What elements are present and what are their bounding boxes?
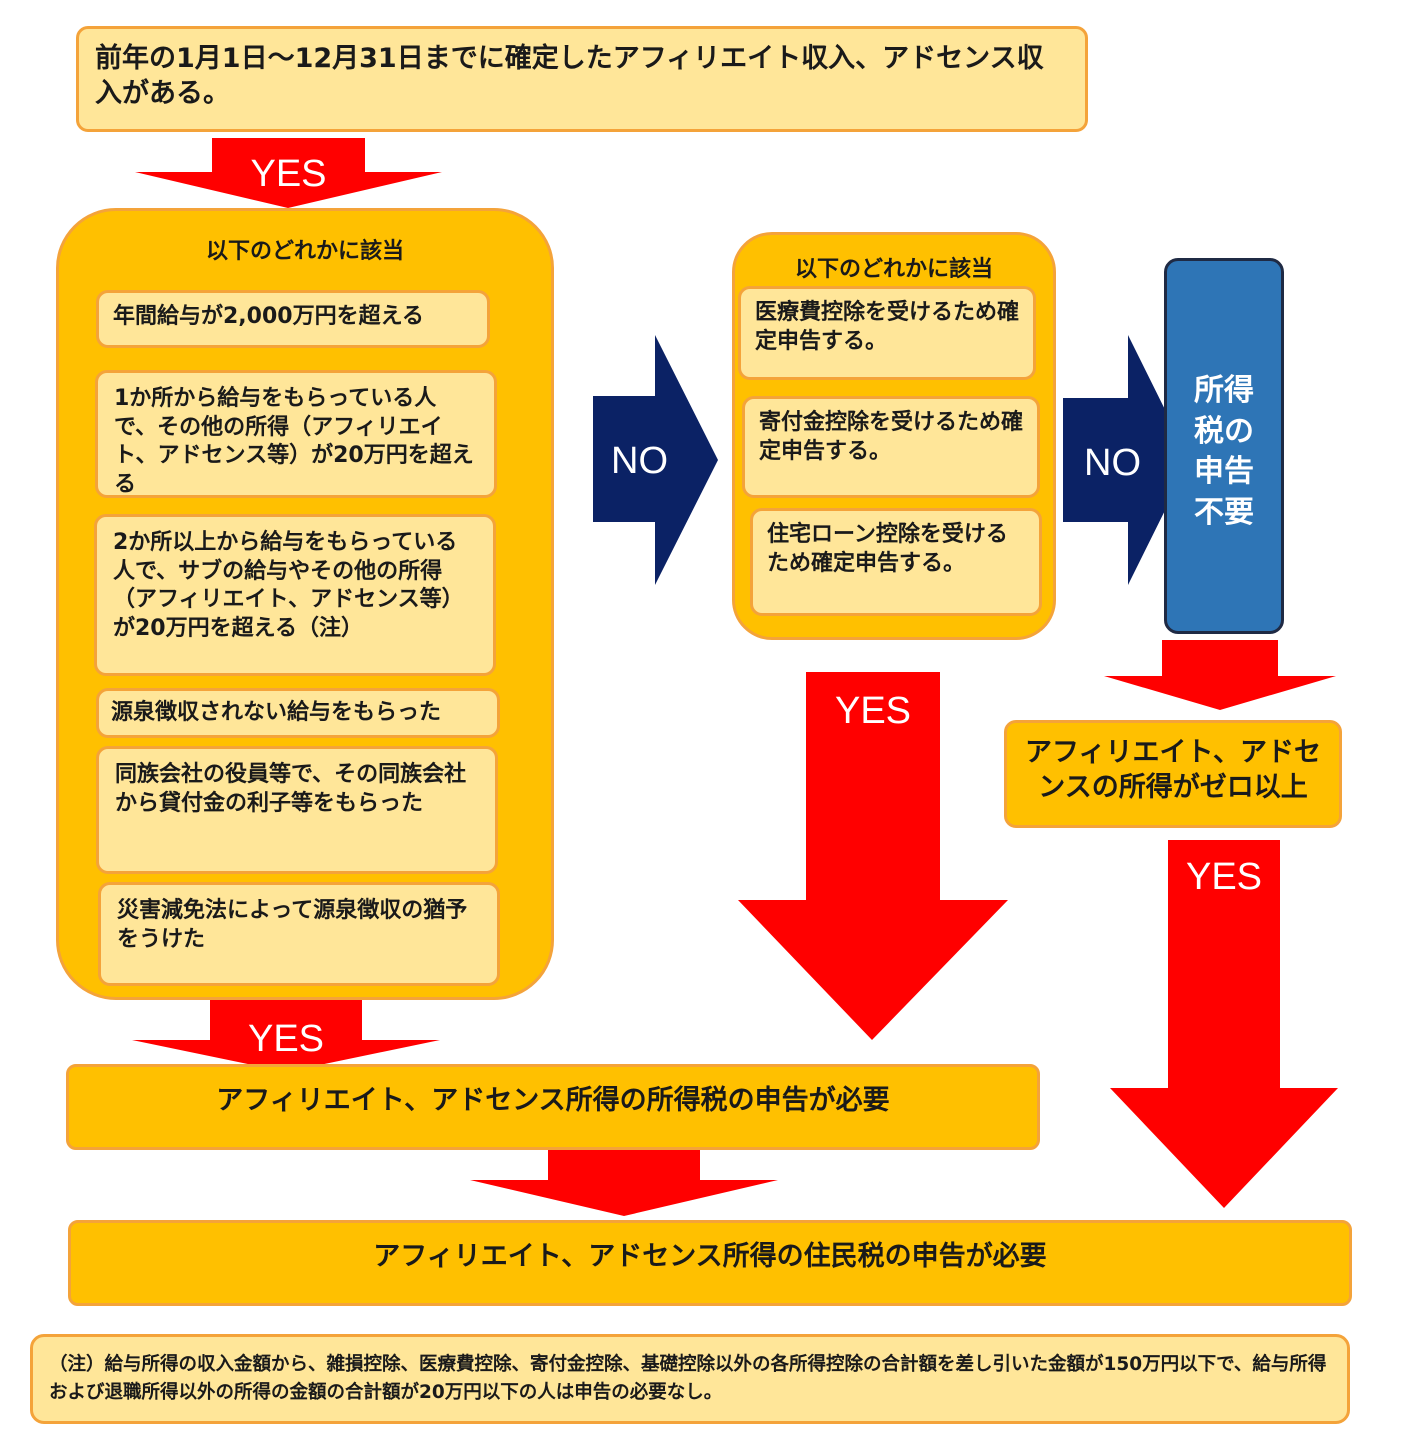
- yes-arrow-left-bottom: [132, 1000, 440, 1072]
- down-arrow-between-results: [470, 1148, 778, 1216]
- income-tax-required-box: アフィリエイト、アドセンス所得の所得税の申告が必要: [66, 1064, 1040, 1150]
- middle-item-3: 住宅ローン控除を受けるため確定申告する。: [750, 508, 1042, 616]
- resident-tax-required-box: アフィリエイト、アドセンス所得の住民税の申告が必要: [68, 1220, 1352, 1306]
- no-filing-text: 所得税の申告不要: [1194, 373, 1254, 530]
- top-question-text: 前年の1月1日～12月31日までに確定したアフィリエイト収入、アドセンス収入があ…: [95, 43, 1044, 110]
- no-label-2: NO: [1084, 442, 1141, 484]
- yes-arrow-1: [135, 138, 442, 208]
- no-label-1: NO: [611, 440, 668, 482]
- yes-arrow-middle: [738, 672, 1008, 1040]
- resident-tax-required-text: アフィリエイト、アドセンス所得の住民税の申告が必要: [373, 1241, 1047, 1272]
- yes-arrow-right-top: [1104, 640, 1336, 710]
- left-item-1: 年間給与が2,000万円を超える: [96, 290, 490, 348]
- yes-label-left-bottom: YES: [247, 1018, 325, 1060]
- left-item-5: 同族会社の役員等で、その同族会社から貸付金の利子等をもらった: [96, 746, 498, 874]
- yes-label-1: YES: [250, 153, 327, 195]
- left-item-2: 1か所から給与をもらっている人で、その他の所得（アフィリエイト、アドセンス等）が…: [95, 370, 497, 498]
- yes-arrow-right-bottom: [1110, 840, 1338, 1208]
- top-question-box: 前年の1月1日～12月31日までに確定したアフィリエイト収入、アドセンス収入があ…: [76, 26, 1088, 132]
- income-tax-required-text: アフィリエイト、アドセンス所得の所得税の申告が必要: [216, 1085, 890, 1116]
- middle-item-1: 医療費控除を受けるため確定申告する。: [738, 286, 1036, 380]
- left-item-3: 2か所以上から給与をもらっている人で、サブの給与やその他の所得（アフィリエイト、…: [94, 514, 496, 676]
- income-check-box: アフィリエイト、アドセンスの所得がゼロ以上: [1004, 720, 1342, 828]
- left-item-4: 源泉徴収されない給与をもらった: [96, 688, 500, 738]
- footnote-text: （注）給与所得の収入金額から、雑損控除、医療費控除、寄付金控除、基礎控除以外の各…: [49, 1354, 1327, 1403]
- yes-label-middle: YES: [834, 690, 912, 732]
- no-arrow-1: [593, 335, 718, 585]
- no-filing-box: 所得税の申告不要: [1164, 258, 1284, 634]
- no-arrow-2: [1063, 335, 1190, 585]
- middle-group-title: 以下のどれかに該当: [794, 257, 993, 282]
- income-check-text: アフィリエイト、アドセンスの所得がゼロ以上: [1025, 737, 1321, 804]
- middle-item-2: 寄付金控除を受けるため確定申告する。: [742, 396, 1040, 498]
- footnote-box: （注）給与所得の収入金額から、雑損控除、医療費控除、寄付金控除、基礎控除以外の各…: [30, 1334, 1350, 1424]
- left-group-title: 以下のどれかに該当: [205, 239, 404, 264]
- yes-label-right: YES: [1185, 856, 1263, 898]
- left-item-6: 災害減免法によって源泉徴収の猶予をうけた: [98, 882, 500, 986]
